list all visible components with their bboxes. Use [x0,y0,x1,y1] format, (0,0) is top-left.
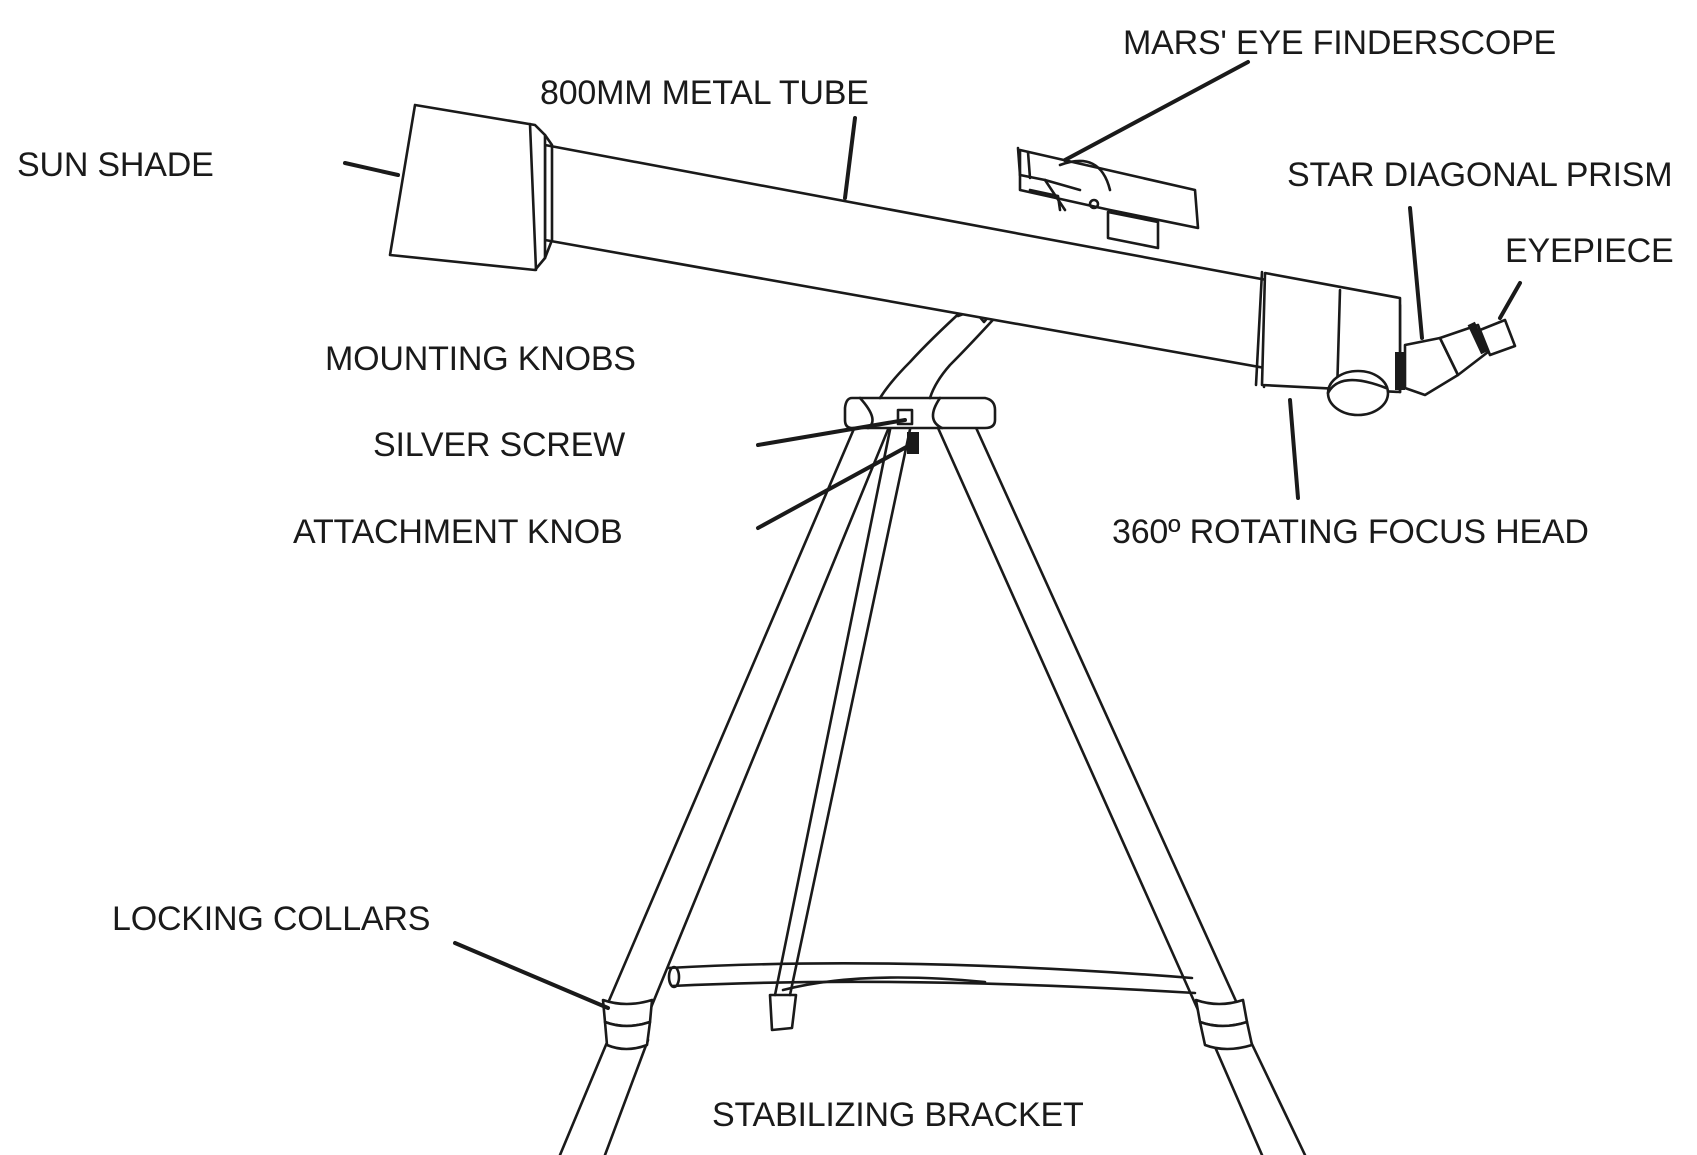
leader-silver-screw [756,418,907,447]
leader-metal-tube [843,116,857,200]
label-sun-shade: SUN SHADE [17,146,214,184]
label-metal-tube: 800MM METAL TUBE [540,74,869,112]
telescope-tube [388,103,1517,417]
leader-focus-head [1288,398,1300,500]
label-stabilizing-bracket: STABILIZING BRACKET [712,1096,1084,1134]
leader-lines [343,60,1522,1010]
tripod-right-leg [928,408,1307,1155]
tripod-left-leg [558,408,898,1155]
leader-locking-collars [453,941,610,1010]
tripod [558,253,1307,1155]
label-finderscope: MARS' EYE FINDERSCOPE [1123,24,1557,62]
eyepiece [1438,318,1517,377]
sun-shade [388,103,554,272]
finderscope [1016,146,1200,250]
mount-arm [878,306,1004,400]
left-locking-collar [601,998,654,1051]
label-attachment-knob: ATTACHMENT KNOB [293,513,623,551]
stabilizing-bracket [666,962,1197,995]
label-mounting-knobs: MOUNTING KNOBS [325,340,636,378]
label-star-diagonal: STAR DIAGONAL PRISM [1287,156,1673,194]
label-eyepiece: EYEPIECE [1505,232,1674,270]
tripod-rear-leg [768,418,914,1032]
focus-head [1254,270,1402,417]
label-focus-head: 360º ROTATING FOCUS HEAD [1112,513,1589,551]
tripod-head [843,396,997,454]
leader-finderscope [1063,60,1250,162]
label-silver-screw: SILVER SCREW [373,426,626,464]
leader-star-diagonal [1408,206,1424,340]
leader-eyepiece [1498,281,1522,320]
label-locking-collars: LOCKING COLLARS [112,900,431,938]
leader-attachment-knob [756,443,912,530]
star-diagonal [1395,318,1517,397]
right-locking-collar [1194,998,1254,1051]
leader-sun-shade [343,161,400,177]
